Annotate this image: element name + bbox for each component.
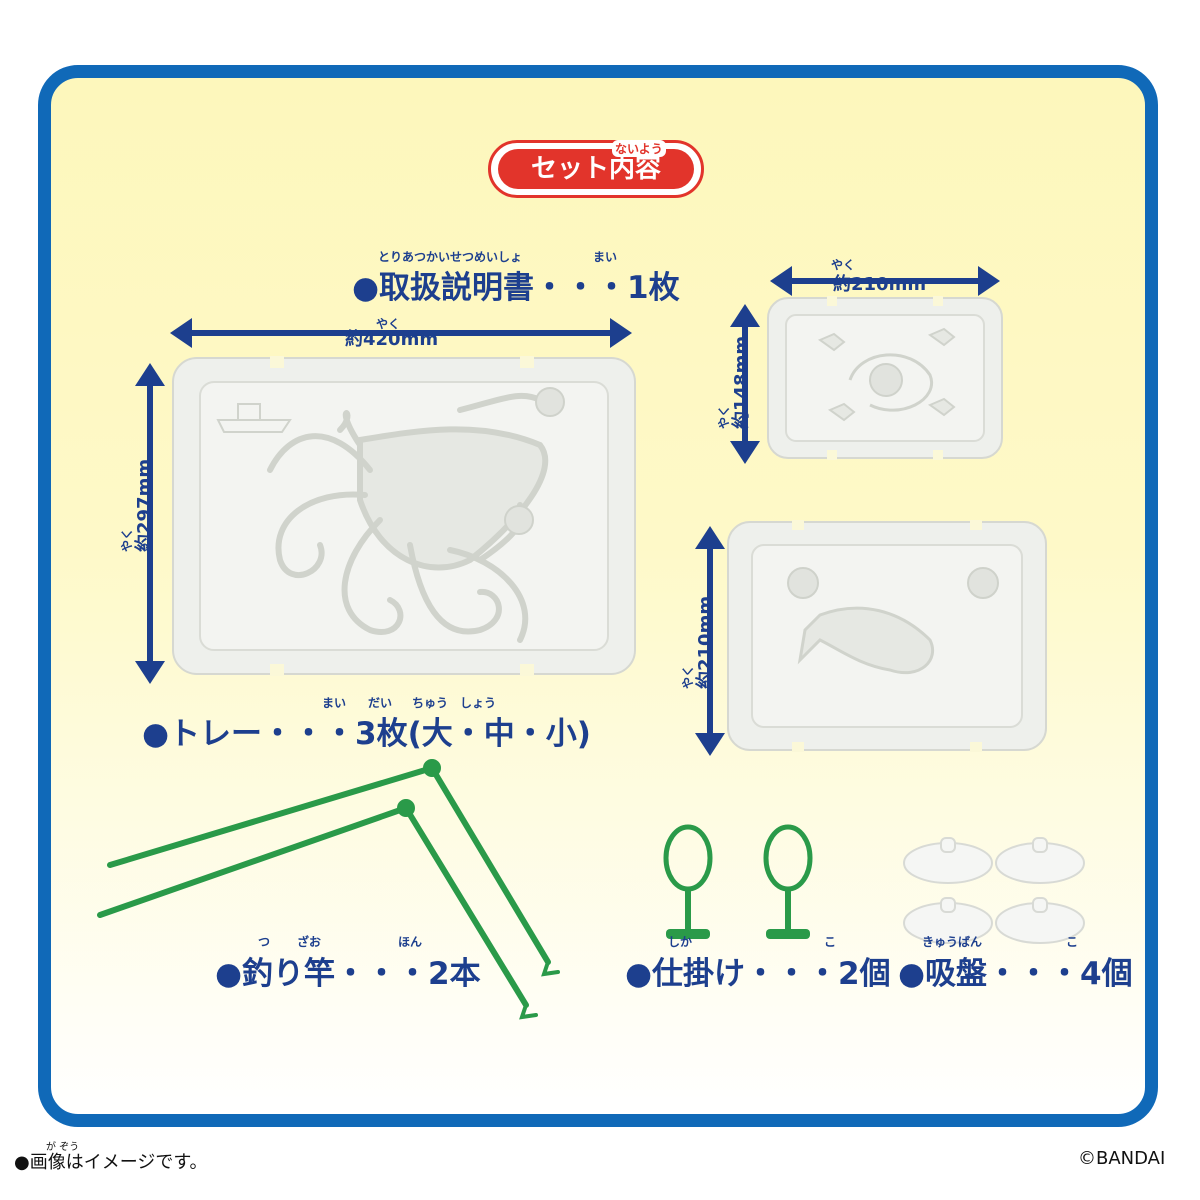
large-height-label: 約297mm <box>134 458 155 552</box>
manual-label: ●取扱説明書・・・1枚 <box>352 270 680 306</box>
ring-hooks <box>663 824 813 939</box>
medium-height-label: 約210mm <box>695 595 716 689</box>
hook-ruby: しか <box>668 935 693 949</box>
large-width-ruby: やく <box>376 317 401 331</box>
large-height-arrow <box>135 363 165 684</box>
hook-label: ●仕掛け・・・2個 <box>625 956 891 992</box>
small-height-label: 約148mm <box>731 335 752 429</box>
large-height-dim: やく 約297mm <box>120 458 168 560</box>
tray-dai-ruby: だい <box>368 696 393 710</box>
medium-tray <box>727 520 1047 752</box>
rod-label: ●釣り竿・・・2本 <box>215 956 481 992</box>
fishing-rods <box>97 759 560 1020</box>
tray-count-ruby: まい <box>322 696 347 710</box>
manual-count-ruby: まい <box>593 250 618 264</box>
small-width-ruby: やく <box>831 258 856 272</box>
copyright: ©BANDAI <box>1078 1148 1166 1169</box>
set-contents-ruby: ないよう <box>612 140 666 157</box>
small-height-arrow <box>730 304 760 464</box>
set-contents-badge: セット内容 <box>488 140 704 198</box>
suction-cups <box>903 837 1085 944</box>
small-height-dim: やく 約148mm <box>717 335 765 435</box>
footer-note: ●画像はイメージです。 <box>14 1152 208 1173</box>
rod-tsu-ruby: つ <box>258 935 271 949</box>
small-width-arrow <box>770 266 1000 296</box>
medium-height-dim: やく 約210mm <box>681 595 729 695</box>
rod-hon-ruby: ほん <box>398 935 423 949</box>
small-tray <box>767 296 1003 460</box>
tray-label: ●トレー・・・3枚(大・中・小) <box>142 716 591 752</box>
large-tray <box>172 356 636 676</box>
tray-chu-ruby: ちゅう <box>412 696 449 710</box>
manual-ruby: とりあつかいせつめいしょ <box>378 250 523 264</box>
large-width-arrow <box>170 318 632 348</box>
small-width-label: 約210mm <box>833 274 927 295</box>
sucker-ruby: きゅうばん <box>922 935 983 949</box>
medium-height-arrow <box>695 526 725 756</box>
footer-note-ruby: が ぞう <box>46 1142 80 1153</box>
large-width-label: 約420mm <box>345 329 439 350</box>
sucker-ko-ruby: こ <box>1066 935 1079 949</box>
tray-sho-ruby: しょう <box>460 696 497 710</box>
shark-shape <box>797 606 935 675</box>
sucker-label: ●吸盤・・・4個 <box>898 956 1133 992</box>
rod-zao-ruby: ざお <box>297 935 322 949</box>
hook-ko-ruby: こ <box>824 935 837 949</box>
